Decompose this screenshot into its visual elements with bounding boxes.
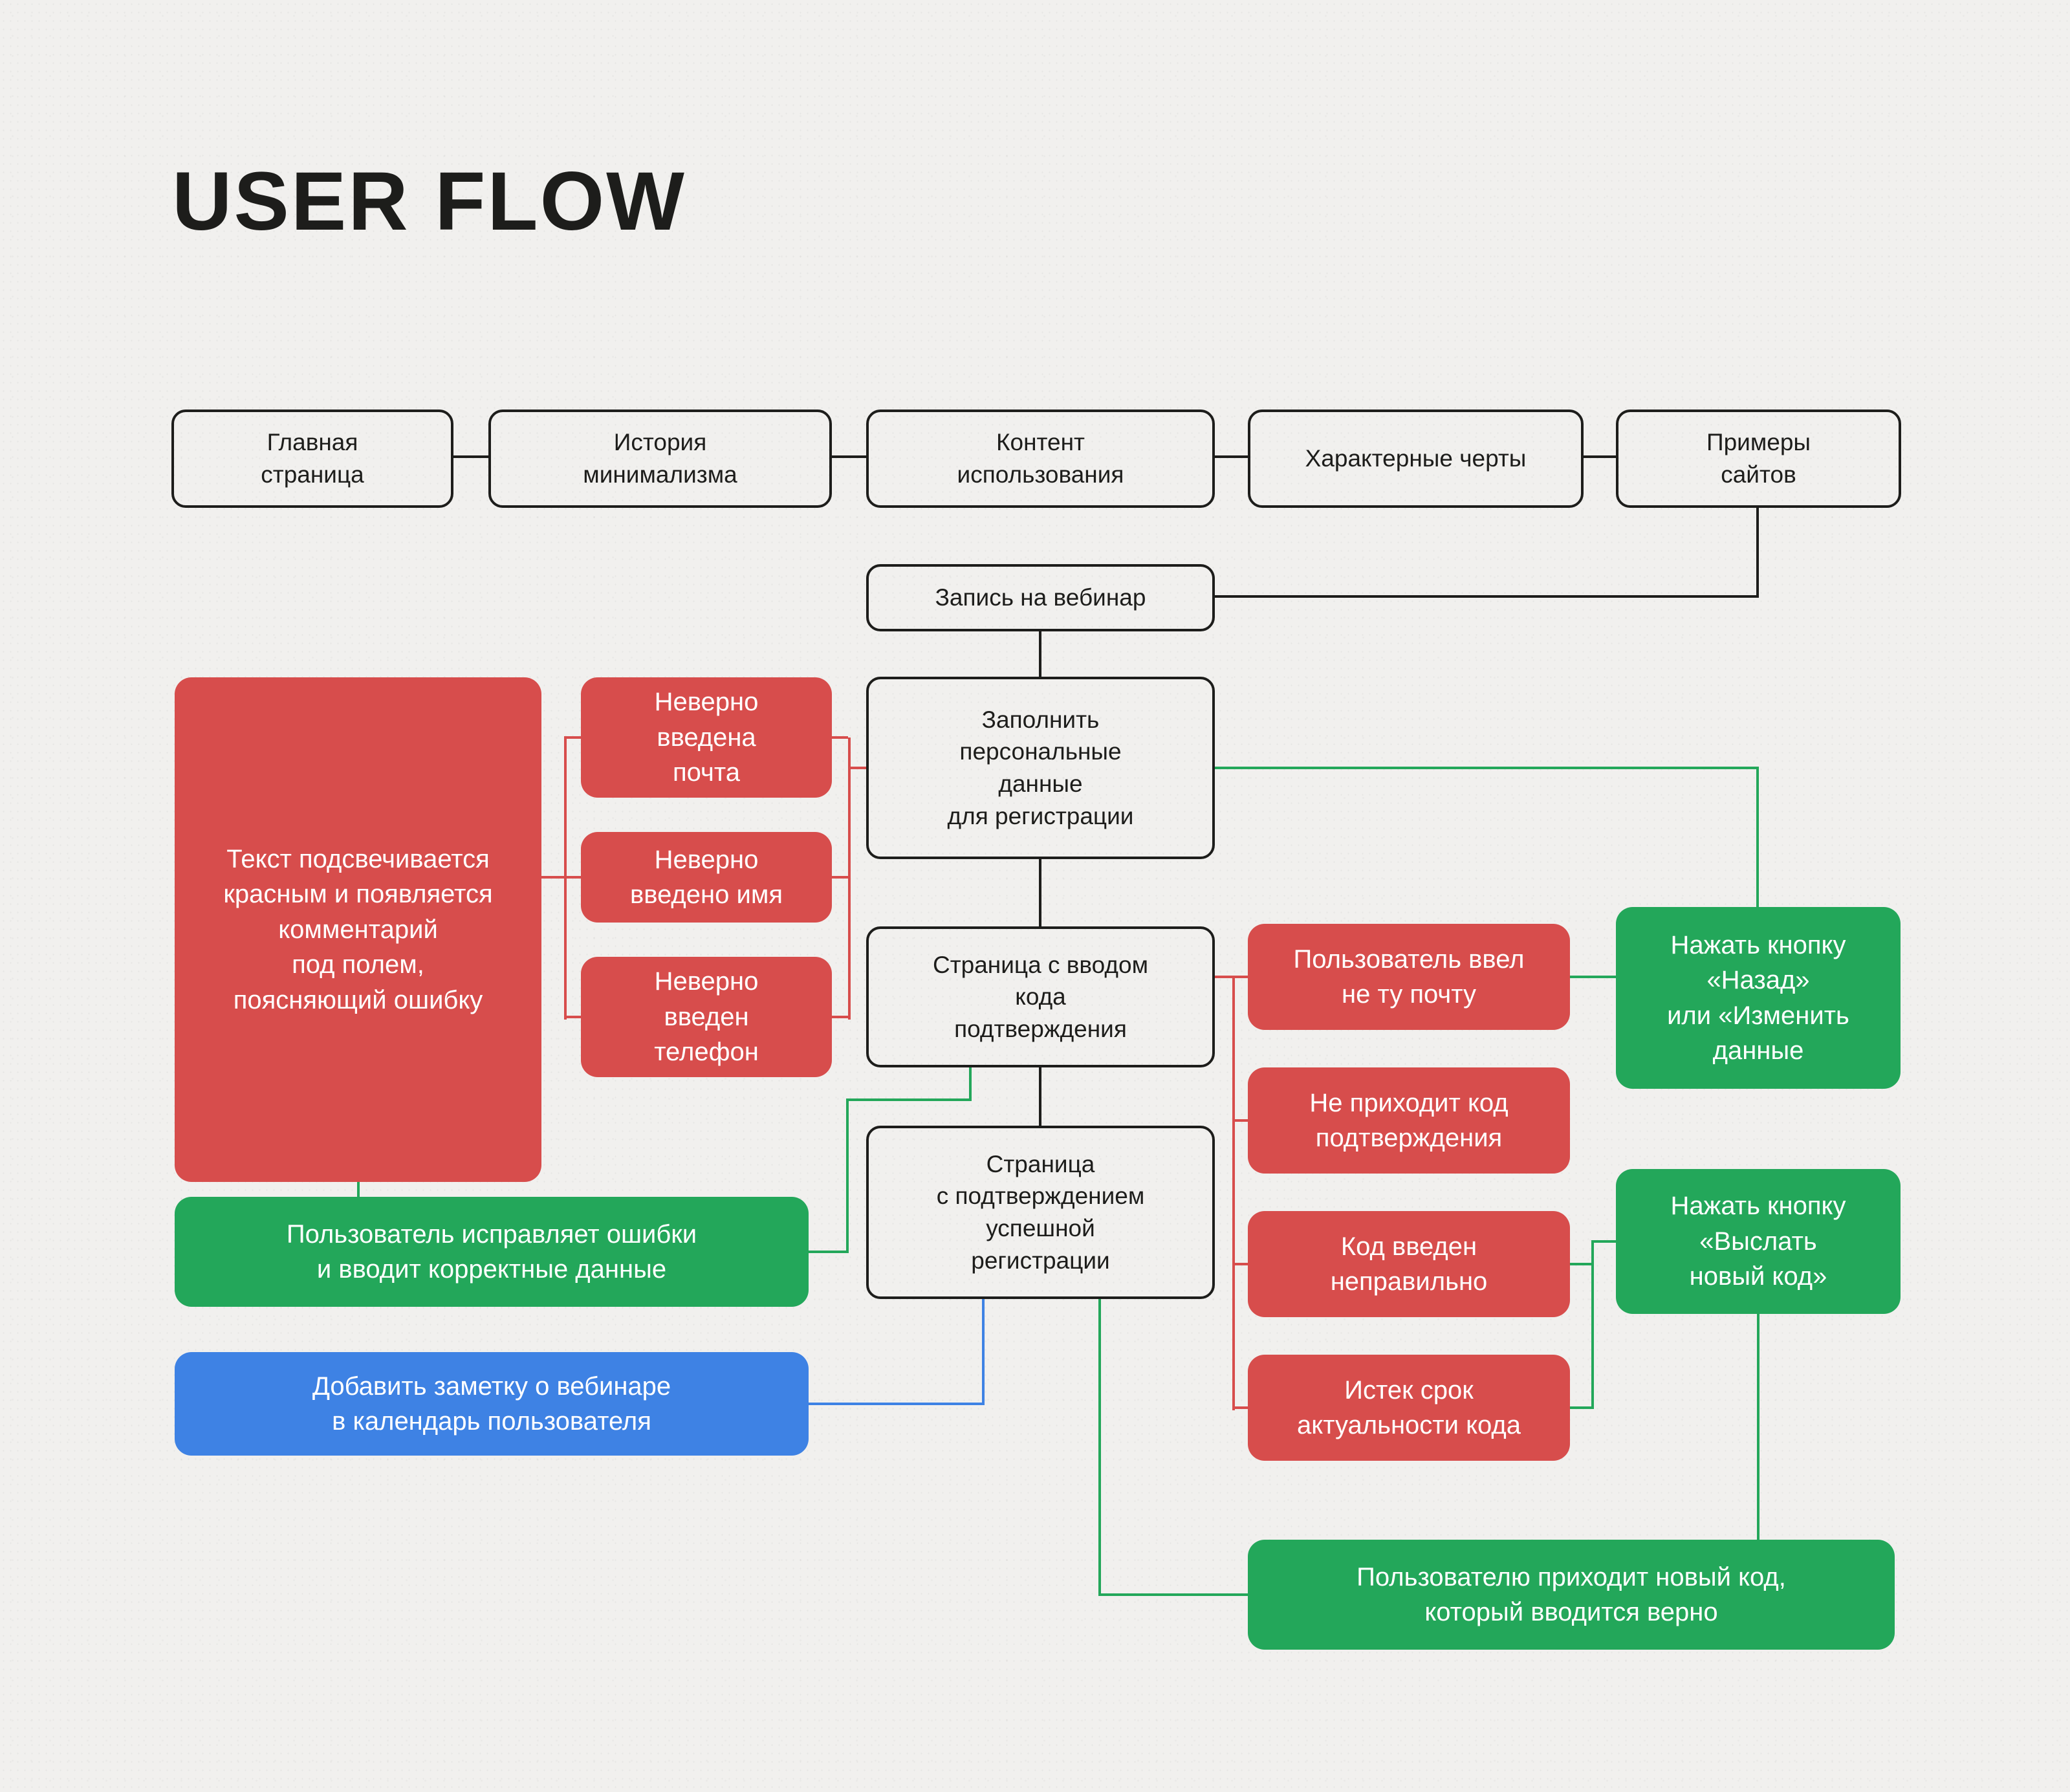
node-error-wrong-name-field[interactable]: Неверно введено имя — [581, 832, 832, 923]
connector-rail-email-left — [564, 736, 581, 739]
connector-content-features — [1215, 455, 1248, 458]
node-success-page[interactable]: Страница с подтверждением успешной регис… — [866, 1126, 1215, 1299]
connector-rail-name-left — [564, 876, 581, 879]
connector-home-history — [453, 455, 488, 458]
node-site-examples[interactable]: Примеры сайтов — [1616, 410, 1901, 508]
connector-rail-wrongemail — [1234, 976, 1248, 978]
connector-phone-rail-right — [832, 1016, 848, 1018]
connector-success-calendar-h — [809, 1403, 983, 1405]
connector-left-errors-rail-right — [848, 738, 851, 1020]
connector-features-examples — [1584, 455, 1616, 458]
node-characteristic-features[interactable]: Характерные черты — [1248, 410, 1584, 508]
connector-resend-newcode — [1757, 1314, 1760, 1540]
connector-filldata-backedit-h — [1215, 767, 1759, 769]
connector-codeentry-fixerrors-h1 — [846, 1098, 970, 1101]
connector-filldata-codeentry — [1039, 859, 1041, 926]
node-error-wrong-phone-field[interactable]: Неверно введен телефон — [581, 957, 832, 1077]
connector-left-errors-rail-left — [564, 738, 567, 1020]
node-usage-content[interactable]: Контент использования — [866, 410, 1215, 508]
node-press-resend-code[interactable]: Нажать кнопку «Выслать новый код» — [1616, 1169, 1901, 1314]
connector-wrongemail-backedit — [1570, 976, 1616, 978]
connector-signup-filldata — [1039, 631, 1041, 677]
connector-rail-expired — [1232, 1406, 1248, 1409]
connector-success-newcode-h — [1098, 1593, 1248, 1596]
connector-email-rail-right — [832, 736, 848, 739]
connector-expired-rail — [1570, 1406, 1593, 1409]
connector-rail-notreceived — [1232, 1119, 1248, 1122]
connector-fixerrors-join — [809, 1251, 847, 1253]
connector-codeentry-success — [1039, 1067, 1041, 1126]
connector-success-newcode-v — [1098, 1299, 1101, 1596]
node-webinar-signup[interactable]: Запись на вебинар — [866, 564, 1215, 631]
connector-right-errors-rail — [1232, 976, 1235, 1410]
connector-note-rail — [541, 876, 564, 879]
connector-codeentry-fixerrors-v1 — [969, 1067, 972, 1101]
node-new-code-entered[interactable]: Пользователю приходит новый код, который… — [1248, 1540, 1895, 1650]
node-code-not-received[interactable]: Не приходит код подтверждения — [1248, 1067, 1570, 1174]
connector-rail-filldata — [849, 767, 866, 769]
connector-name-rail-right — [832, 876, 848, 879]
connector-examples-signup — [1215, 595, 1759, 598]
node-user-fixes-errors[interactable]: Пользователь исправляет ошибки и вводит … — [175, 1197, 809, 1307]
connector-filldata-backedit-v — [1756, 767, 1759, 907]
connector-codeentry-fixerrors-v2 — [846, 1098, 849, 1253]
connector-rail-incorrect — [1232, 1263, 1248, 1265]
node-code-incorrect[interactable]: Код введен неправильно — [1248, 1211, 1570, 1317]
connector-history-content — [832, 455, 866, 458]
node-add-calendar-note[interactable]: Добавить заметку о вебинаре в календарь … — [175, 1352, 809, 1456]
connector-note-fixerrors — [357, 1182, 360, 1197]
connector-success-calendar-v — [982, 1299, 985, 1405]
node-code-entry-page[interactable]: Страница с вводом кода подтверждения — [866, 926, 1215, 1067]
connector-incorrect-rail — [1570, 1263, 1593, 1265]
page-title: USER FLOW — [172, 155, 686, 248]
connector-codeentry-rail — [1215, 976, 1234, 978]
connector-rail-resend — [1593, 1240, 1616, 1243]
node-minimalism-history[interactable]: История минимализма — [488, 410, 832, 508]
node-press-back-or-edit[interactable]: Нажать кнопку «Назад» или «Изменить данн… — [1616, 907, 1901, 1089]
connector-rail-phone-left — [564, 1016, 581, 1018]
node-fill-personal-data[interactable]: Заполнить персональные данные для регист… — [866, 677, 1215, 859]
node-code-expired[interactable]: Истек срок актуальности кода — [1248, 1355, 1570, 1461]
node-error-highlight-note[interactable]: Текст подсвечивается красным и появляетс… — [175, 677, 541, 1182]
connector-resend-rail — [1591, 1240, 1594, 1409]
connector-examples-down — [1756, 508, 1759, 598]
node-entered-wrong-email[interactable]: Пользователь ввел не ту почту — [1248, 924, 1570, 1030]
node-home-page[interactable]: Главная страница — [171, 410, 453, 508]
node-error-wrong-email-field[interactable]: Неверно введена почта — [581, 677, 832, 798]
